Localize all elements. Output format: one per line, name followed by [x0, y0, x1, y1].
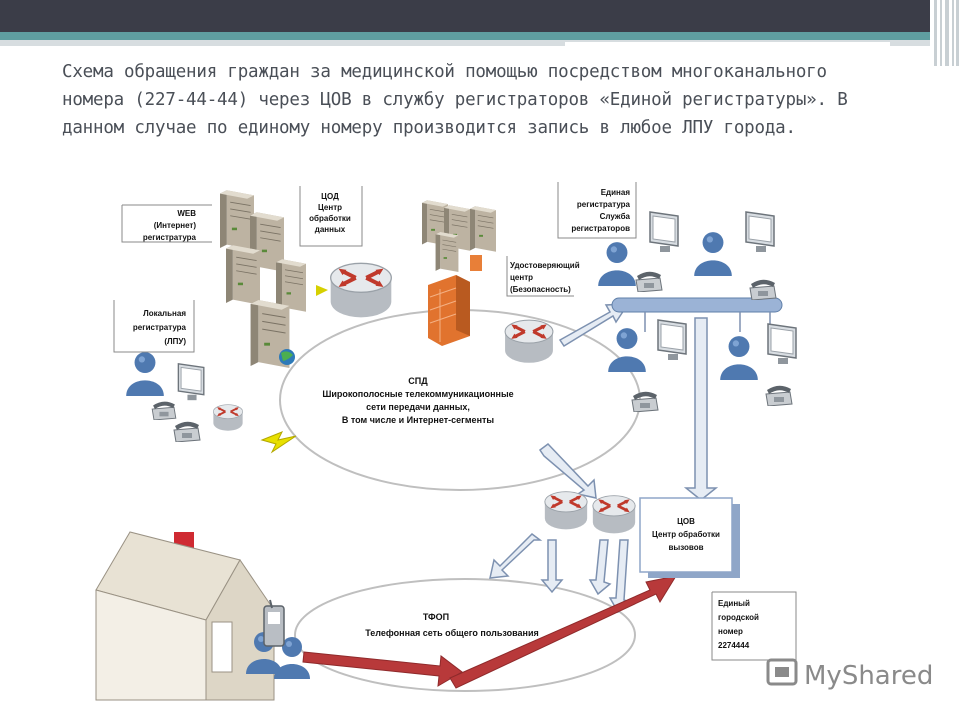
svg-text:(ЛПУ): (ЛПУ): [164, 337, 186, 346]
router-icon: [543, 490, 589, 531]
user-icon: [598, 242, 636, 286]
slide-title: Схема обращения граждан за медицинской п…: [62, 62, 848, 138]
svg-text:ЦОД: ЦОД: [321, 192, 339, 201]
city-number-callout: Единый городской номер 2274444: [711, 591, 797, 661]
svg-text:Служба: Служба: [600, 212, 631, 221]
router-icon: [503, 318, 555, 365]
svg-text:СПД: СПД: [408, 376, 428, 386]
slide-corner-stripes: [930, 0, 960, 66]
security-callout: Удостоверяющий центр (Безопасность): [506, 256, 580, 297]
phone-icon: [151, 401, 177, 420]
svg-text:(Безопасность): (Безопасность): [510, 285, 571, 294]
caller-group: [246, 599, 310, 679]
user-icon: [126, 352, 164, 396]
web-registry-callout: WEB (Интернет) регистратура: [121, 204, 212, 243]
svg-text:Локальная: Локальная: [143, 309, 186, 318]
registrar-bus: [611, 297, 783, 313]
svg-text:регистратура: регистратура: [133, 323, 187, 332]
svg-text:В том числе и Интернет-сегмент: В том числе и Интернет-сегменты: [342, 415, 495, 425]
svg-text:Телефонная сеть общего пользов: Телефонная сеть общего пользования: [365, 628, 539, 638]
lightning-icon: [260, 431, 297, 454]
slide-divider-bar: [0, 40, 930, 46]
svg-text:данных: данных: [315, 225, 346, 234]
watermark-logo-icon: [766, 658, 798, 686]
call-flow-arrows: [302, 575, 678, 689]
monitor-icon: [767, 323, 797, 365]
svg-text:регистратура: регистратура: [143, 233, 197, 242]
svg-text:Единая: Единая: [601, 188, 631, 197]
svg-text:городской: городской: [718, 613, 759, 622]
phone-icon: [173, 421, 201, 442]
monitor-icon: [649, 211, 679, 253]
server-icon: [470, 205, 496, 253]
svg-text:Центр обработки: Центр обработки: [652, 530, 720, 539]
svg-text:(Интернет): (Интернет): [154, 221, 197, 230]
phone-icon: [749, 279, 777, 300]
server-icon: [435, 232, 459, 272]
monitor-icon: [657, 319, 687, 361]
spd-label: СПД Широкополосные телекоммуникационные …: [322, 376, 513, 425]
link-arrow: [316, 285, 328, 296]
house-icon: [95, 531, 275, 701]
myshared-watermark: MyShared: [766, 658, 933, 691]
cov-box: [639, 497, 733, 573]
phone-icon: [635, 271, 663, 292]
svg-text:регистратура: регистратура: [577, 200, 631, 209]
svg-text:Центр: Центр: [318, 203, 342, 212]
router-icon: [591, 494, 637, 535]
server-icon: [220, 190, 254, 250]
slide-top-bar: [0, 0, 930, 32]
certificate-icon: [470, 255, 482, 271]
slide-divider-highlight: [565, 42, 890, 46]
cod-callout: ЦОД Центр обработки данных: [299, 186, 363, 247]
server-icon: [226, 245, 260, 305]
local-registry-callout: Локальная регистратура (ЛПУ): [113, 300, 195, 353]
user-icon: [608, 328, 646, 372]
router-icon: [328, 262, 394, 320]
svg-text:MyShared: MyShared: [804, 661, 933, 691]
connection-arrows: [489, 303, 719, 614]
firewall-icon: [428, 275, 470, 346]
monitor-icon: [745, 211, 775, 253]
monitor-icon: [177, 363, 205, 401]
svg-text:сети передачи данных,: сети передачи данных,: [366, 402, 470, 412]
svg-text:2274444: 2274444: [718, 641, 750, 650]
security-server-cluster: [422, 200, 496, 272]
local-registry-workstation: [126, 352, 205, 442]
cov-label: ЦОВ: [677, 517, 695, 526]
user-icon: [720, 336, 758, 380]
tfop-label: ТФОП Телефонная сеть общего пользования: [365, 612, 539, 638]
cod-server-cluster: [220, 190, 306, 368]
svg-text:регистраторов: регистраторов: [571, 224, 630, 233]
server-icon: [276, 258, 306, 313]
svg-text:центр: центр: [510, 273, 533, 282]
router-icon: [212, 404, 244, 432]
slide-accent-bar: [0, 32, 930, 40]
svg-text:обработки: обработки: [309, 214, 351, 223]
unified-registry-callout: Единая регистратура Служба регистраторов: [557, 182, 637, 239]
phone-icon: [765, 385, 793, 406]
user-icon: [694, 232, 732, 276]
svg-text:вызовов: вызовов: [668, 543, 703, 552]
svg-text:Удостоверяющий: Удостоверяющий: [510, 261, 580, 270]
svg-text:номер: номер: [718, 627, 743, 636]
svg-text:ТФОП: ТФОП: [423, 612, 449, 622]
svg-text:Единый: Единый: [718, 599, 750, 608]
phone-icon: [631, 391, 659, 412]
tfop-network-oval: [294, 578, 636, 692]
svg-text:Широкополосные телекоммуникаци: Широкополосные телекоммуникационные: [322, 389, 513, 399]
svg-text:WEB: WEB: [177, 209, 196, 218]
